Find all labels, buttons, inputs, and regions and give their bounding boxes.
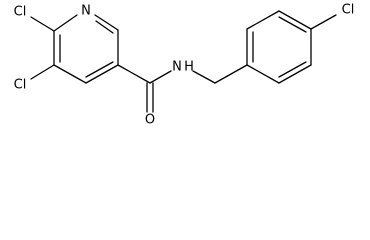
atom-n-pyridine: N bbox=[81, 4, 91, 19]
bond-b2-b3 bbox=[246, 10, 280, 30]
bond-c6-cl bbox=[30, 16, 55, 32]
amide-group bbox=[117, 64, 248, 113]
atom-nh-amide: N bbox=[172, 60, 182, 75]
bond-b3-b4 bbox=[278, 10, 312, 30]
bond-n1-c2 bbox=[94, 14, 119, 31]
pyridine-ring bbox=[53, 14, 119, 84]
bond-b6-b1 bbox=[246, 64, 280, 84]
bond-c4-c5 bbox=[53, 64, 87, 84]
bond-b4-cl bbox=[310, 14, 337, 30]
atom-o-amide: O bbox=[145, 113, 155, 128]
bond-c6-n1 bbox=[53, 14, 78, 32]
bond-c3-carbonyl bbox=[117, 64, 151, 84]
molecule-structure: N Cl Cl O N H Cl bbox=[14, 3, 355, 128]
bond-n-ch2 bbox=[192, 70, 216, 84]
bond-c5-cl bbox=[30, 64, 55, 80]
atom-h-amide: H bbox=[184, 60, 194, 75]
bond-b5-b6-inner bbox=[278, 61, 307, 78]
atom-cl-5: Cl bbox=[14, 78, 27, 93]
bond-b5-b6 bbox=[278, 64, 312, 84]
benzene-ring bbox=[246, 10, 312, 84]
bond-c3-c4-inner bbox=[85, 61, 114, 78]
atom-cl-para: Cl bbox=[342, 3, 355, 18]
bond-ch2-ring bbox=[214, 64, 248, 84]
bond-c3-c4 bbox=[85, 64, 119, 84]
atom-cl-6: Cl bbox=[14, 5, 27, 20]
bond-carbonyl-n bbox=[149, 70, 172, 84]
bond-n1-c2-inner bbox=[95, 20, 114, 34]
bond-b3-b4-inner bbox=[278, 16, 307, 33]
